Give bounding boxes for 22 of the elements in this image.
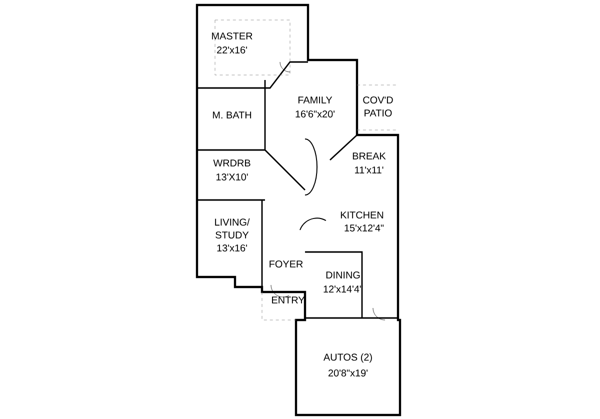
room-label: DINING xyxy=(326,271,360,279)
room-label: KITCHEN xyxy=(340,211,384,219)
room-label: 13'X10' xyxy=(216,173,248,181)
room-label: FOYER xyxy=(270,260,303,268)
room-label: PATIO xyxy=(364,109,392,117)
room-label: STUDY xyxy=(216,231,249,239)
room-label: 13'x16' xyxy=(217,244,247,252)
room-label: 22'x16' xyxy=(217,46,247,54)
room-label: M. BATH xyxy=(212,112,252,118)
room-label: 12'x14'4" xyxy=(324,286,363,292)
room-label: 20'8"x19' xyxy=(328,369,368,377)
room-label: BREAK xyxy=(352,152,386,160)
room-label: WRDRB xyxy=(213,160,250,166)
room-label: 11'x11' xyxy=(355,166,384,174)
room-label: LIVING/ xyxy=(215,218,250,226)
room-label: COV'D xyxy=(363,96,393,104)
room-label: AUTOS (2) xyxy=(323,353,372,363)
room-label: ENTRY xyxy=(272,296,305,304)
room-label: 16'6"x20' xyxy=(296,110,335,118)
room-label: FAMILY xyxy=(298,96,332,104)
room-label: 15'x12'4" xyxy=(344,224,384,232)
room-label: MASTER xyxy=(212,32,252,40)
